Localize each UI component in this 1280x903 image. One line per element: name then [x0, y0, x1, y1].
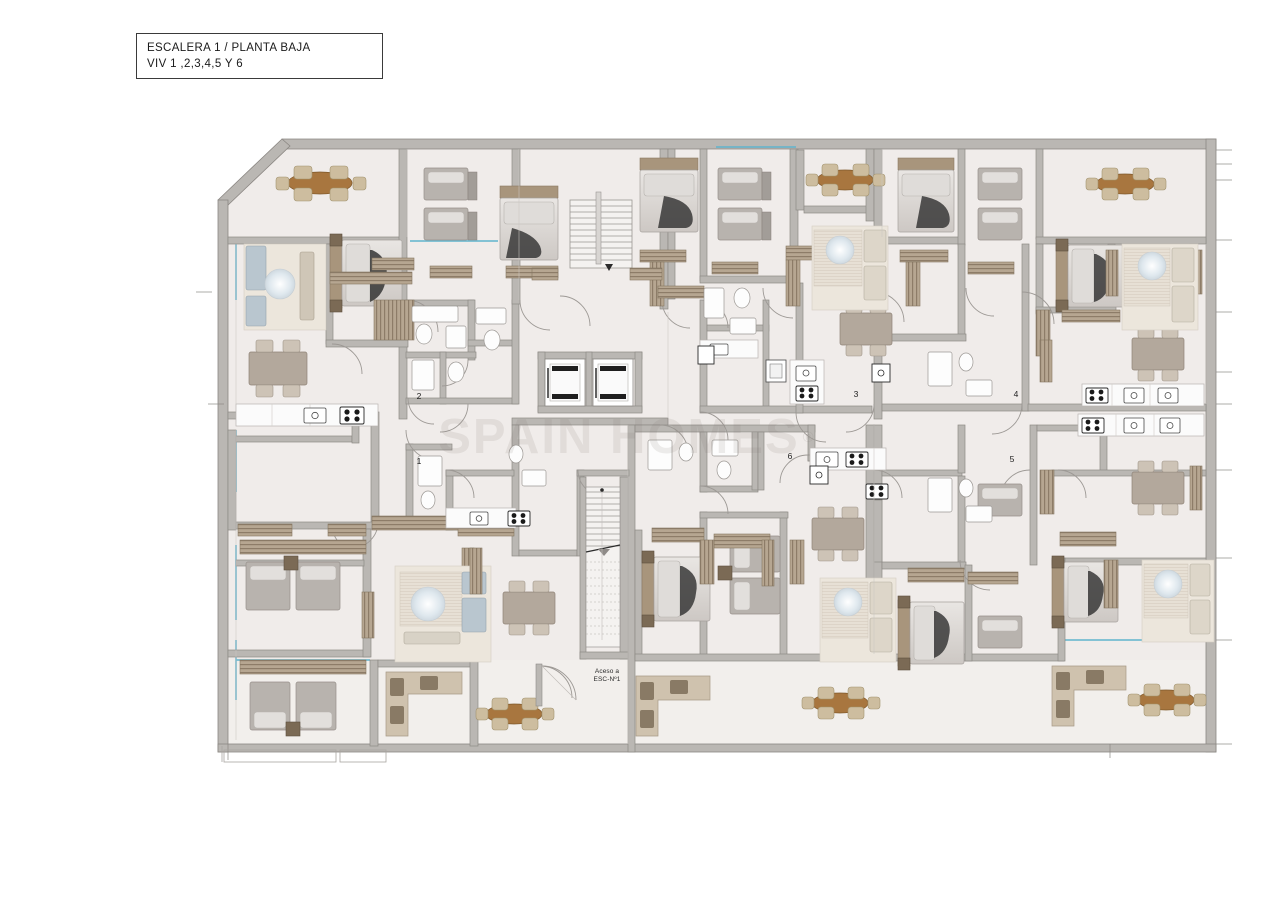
dining-table-top-centre	[805, 163, 886, 197]
unit-marker-2: 2	[416, 391, 422, 401]
twin-beds-left-lower	[249, 681, 337, 737]
stair-lower	[585, 486, 621, 648]
detail-lines	[235, 149, 1207, 744]
shower-trays	[697, 345, 891, 485]
parapet-detail	[221, 746, 387, 763]
tall-wardrobes	[469, 249, 1119, 595]
hob-icon	[795, 385, 819, 402]
kitchen-left-lower	[445, 507, 531, 529]
hob-icon	[1081, 417, 1105, 434]
access-note-line-1: Aceso a	[594, 668, 620, 675]
living-room-set-right	[1121, 243, 1199, 331]
indoor-dining-table-left	[248, 339, 308, 398]
kitchen-upper-centre-appliance	[765, 359, 787, 383]
dining-table-terrace-bottom-left	[475, 697, 555, 731]
stair-upper	[569, 191, 633, 271]
living-room-set-top-left	[243, 243, 327, 331]
dining-table-terrace-top-left	[275, 165, 367, 202]
bed-double-top-centre-left	[499, 185, 559, 261]
living-room-set-lower-centre	[819, 577, 897, 663]
twin-beds-top-centre-right	[717, 167, 772, 241]
hob-icon	[845, 451, 869, 468]
kitchen-centre-upper	[789, 359, 825, 405]
terrace-sofa-bottom-centre	[635, 675, 711, 737]
twin-beds-upper-right	[977, 167, 1023, 241]
kitchen-lower-centre	[809, 447, 889, 500]
bed-double-upper-right-centre	[897, 157, 955, 233]
title-block: ESCALERA 1 / PLANTA BAJA VIV 1 ,2,3,4,5 …	[136, 33, 383, 79]
twin-beds-top-left-upper	[423, 167, 478, 241]
hob-icon	[1085, 387, 1109, 404]
kitchen-centre-strip	[699, 339, 759, 359]
dining-table-terrace-bottom-centre	[801, 686, 881, 720]
twin-beds-left-lower-upper	[245, 555, 341, 611]
unit-marker-6: 6	[787, 451, 793, 461]
entry-door-esc1	[535, 663, 577, 707]
unit-marker-3: 3	[853, 389, 859, 399]
title-block-line-2: VIV 1 ,2,3,4,5 Y 6	[147, 57, 244, 70]
dimension-ticks	[196, 149, 1232, 760]
dining-table-top-right	[1085, 167, 1167, 201]
hob-icon	[865, 483, 889, 500]
unit-marker-4: 4	[1013, 389, 1019, 399]
terrace-sofa-bottom-right	[1051, 665, 1127, 727]
bathroom-fixtures	[411, 287, 993, 523]
indoor-dining-table-centre	[811, 506, 865, 562]
kitchen-right-lower	[1077, 413, 1205, 437]
living-room-set-centre	[811, 225, 889, 311]
bed-double-lower-right-centre	[897, 595, 965, 671]
elevator-cores	[544, 358, 634, 407]
dining-table-terrace-bottom-right	[1127, 683, 1207, 717]
hob-icon	[339, 406, 365, 425]
bed-double-lower-centre	[641, 550, 711, 628]
indoor-dining-table-right-lower	[1131, 460, 1185, 516]
indoor-dining-table-centre-left	[502, 580, 556, 636]
hob-icon	[507, 510, 531, 527]
exterior-walls	[217, 138, 1217, 753]
unit-marker-1: 1	[416, 456, 422, 466]
title-block-line-1: ESCALERA 1 / PLANTA BAJA	[147, 42, 311, 54]
bed-double-top-centre	[639, 157, 699, 233]
kitchen-right-upper	[1081, 383, 1205, 407]
unit-marker-5: 5	[1009, 454, 1015, 464]
kitchen-left	[235, 403, 379, 427]
terrace-sofa-bottom-left	[385, 671, 463, 737]
access-note: Aceso a ESC-Nº1	[578, 668, 636, 684]
living-room-set-lower-right	[1141, 559, 1215, 643]
access-note-line-2: ESC-Nº1	[593, 676, 621, 683]
living-room-set-left-lower	[394, 565, 492, 663]
wardrobes	[237, 245, 1203, 675]
